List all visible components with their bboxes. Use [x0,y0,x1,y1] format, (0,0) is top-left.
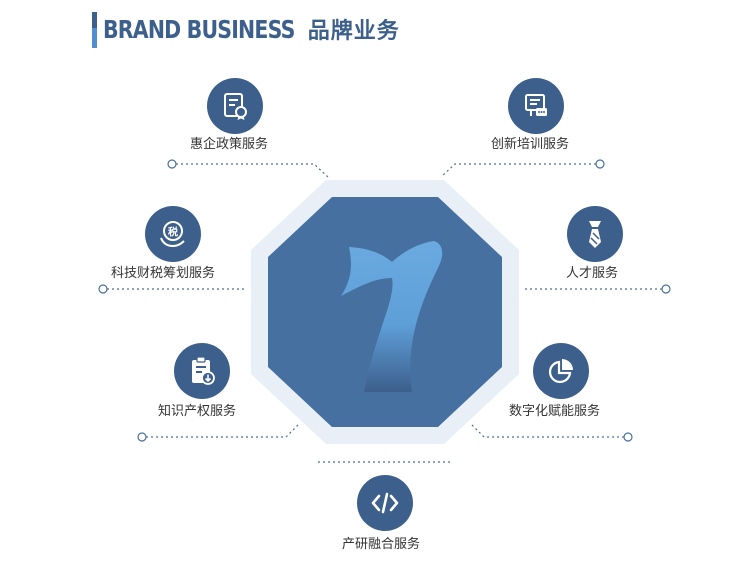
service-label-talent: 人才服务 [566,266,619,281]
research-service-icon-circle [357,475,413,531]
connector-line [176,163,329,178]
svg-text:税: 税 [168,226,178,239]
numeral-seven-graphic [341,241,443,392]
tax-coin-hand-icon: 税 [160,221,185,248]
digital-service-icon-circle [533,343,589,399]
talent-service-icon-circle [567,206,623,262]
necktie-icon [589,221,601,248]
ip-service-icon-circle [174,343,230,399]
title-english: BRAND BUSINESS [103,15,295,44]
service-label-ip: 知识产权服务 [158,404,237,419]
service-label-tax: 科技财税筹划服务 [111,266,216,281]
policy-service-icon-circle [207,78,263,134]
connector-line [470,423,624,438]
title-chinese: 品牌业务 [307,19,400,44]
connector-line [440,163,596,178]
code-brackets-icon [371,492,399,514]
training-service-icon-circle [508,78,564,134]
clipboard-download-icon [192,356,215,385]
service-label-digital: 数字化赋能服务 [509,404,601,419]
connector-line [146,423,300,438]
certificate-document-icon [224,93,247,120]
connector-dot [167,159,177,169]
service-label-research: 产研融合服务 [342,537,421,552]
connector-dot [661,284,671,294]
title-accent-bar [92,12,97,48]
connector-dot [595,159,605,169]
connector-dot [137,432,147,442]
service-label-policy: 惠企政策服务 [190,137,269,152]
service-label-training: 创新培训服务 [491,137,570,152]
page-title: BRAND BUSINESS 品牌业务 [103,14,400,46]
octagon-center [268,197,502,427]
connector-dot [98,284,108,294]
presentation-board-icon [525,94,547,116]
tax-service-icon-circle: 税 [145,206,201,262]
connector-dot [623,432,633,442]
pie-chart-icon [548,359,573,384]
